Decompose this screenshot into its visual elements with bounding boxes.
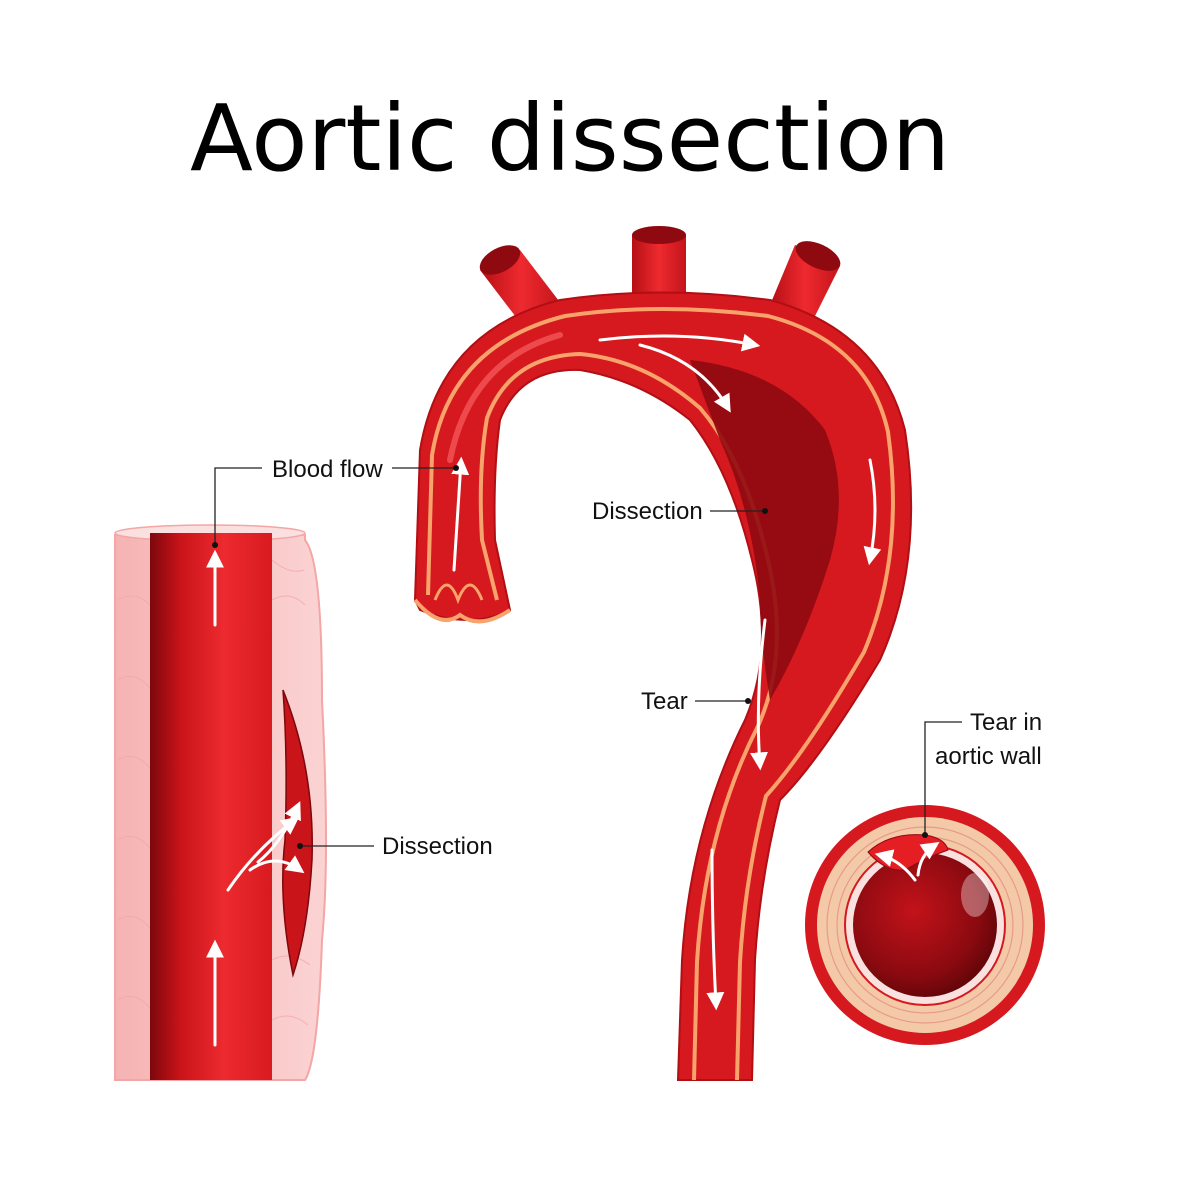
- arch-highlight: [447, 332, 563, 463]
- tear-arrow-1: [874, 849, 917, 882]
- aortic-arch: [413, 226, 913, 1081]
- vessel-lumen: [150, 533, 272, 1080]
- leader-dissection-arch-dot: [762, 508, 768, 514]
- label-dissection-vessel-text: Dissection: [382, 833, 493, 860]
- arch-false-lumen: [690, 360, 839, 700]
- leader-blood-flow-left-dot: [212, 542, 218, 548]
- aorta-cross-section: [805, 805, 1045, 1045]
- label-tear: Tear: [641, 688, 751, 715]
- label-dissection-vessel: Dissection: [297, 833, 493, 860]
- label-tear-in-aortic-wall: Tear in aortic wall: [922, 709, 1042, 838]
- vessel-section: [114, 524, 327, 1081]
- leader-tear-in-wall-dot: [922, 832, 928, 838]
- flow-arrow-into-tear-3: [256, 801, 301, 864]
- flow-arrow-arch-top: [598, 333, 761, 352]
- leader-blood-flow-right-dot: [453, 465, 459, 471]
- leader-dissection-vessel-dot: [297, 843, 303, 849]
- flow-arrow-into-dissection: [638, 343, 731, 413]
- flow-arrow-false-lumen: [750, 618, 769, 771]
- tear-arrow-2: [916, 842, 940, 877]
- cross-section-lumen: [853, 853, 997, 997]
- label-dissection-arch-text: Dissection: [592, 498, 703, 525]
- label-tear-text: Tear: [641, 688, 688, 715]
- branch-middle-opening: [632, 226, 686, 244]
- arch-intima-outer: [426, 307, 895, 1081]
- flow-arrow-descending-outer: [863, 458, 882, 566]
- label-blood-flow: Blood flow: [212, 456, 459, 548]
- leader-tear-in-wall: [924, 721, 962, 835]
- label-dissection-arch: Dissection: [592, 498, 768, 525]
- page-title: Aortic dissection: [190, 85, 950, 192]
- leader-blood-flow-left: [214, 467, 262, 545]
- arch-valve-cusp: [433, 583, 484, 605]
- branch-left-opening: [479, 245, 521, 275]
- flow-arrow-descending: [706, 848, 725, 1011]
- label-tear-in-wall-line1: Tear in: [970, 709, 1042, 736]
- flow-arrow-ascending: [451, 456, 470, 572]
- cross-section-highlight: [961, 873, 989, 917]
- leader-tear-dot: [745, 698, 751, 704]
- branch-middle: [632, 235, 686, 295]
- arch-valve-end: [413, 598, 512, 624]
- label-tear-in-wall-line2: aortic wall: [935, 743, 1042, 770]
- branch-right-opening: [795, 241, 841, 271]
- label-blood-flow-text: Blood flow: [272, 456, 383, 483]
- flow-arrow-into-tear-2: [248, 855, 305, 874]
